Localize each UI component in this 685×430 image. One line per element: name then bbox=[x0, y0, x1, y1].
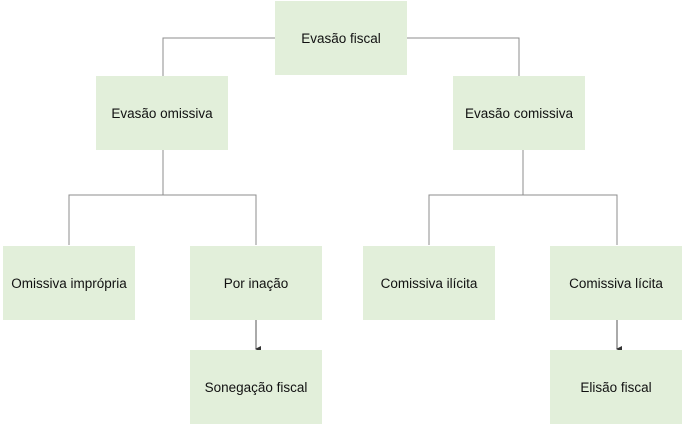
node-label: Omissiva imprópria bbox=[11, 275, 127, 291]
node-label: Comissiva ilícita bbox=[380, 275, 478, 291]
node-comissiva-licita: Comissiva lícita bbox=[550, 246, 682, 320]
node-comissiva-ilicita: Comissiva ilícita bbox=[363, 246, 495, 320]
node-evasao-omissiva: Evasão omissiva bbox=[96, 76, 228, 150]
connector-omissiva-branch bbox=[68, 194, 257, 245]
node-label: Evasão omissiva bbox=[111, 105, 213, 121]
node-evasao-fiscal: Evasão fiscal bbox=[275, 1, 407, 75]
node-omissiva-impropria: Omissiva imprópria bbox=[3, 246, 135, 320]
connector-root-omissiva bbox=[162, 37, 275, 76]
connector-comissiva-branch bbox=[428, 194, 618, 245]
node-label: Elisão fiscal bbox=[580, 379, 652, 395]
node-label: Por inação bbox=[223, 275, 289, 291]
node-evasao-comissiva: Evasão comissiva bbox=[453, 76, 585, 150]
node-por-inacao: Por inação bbox=[190, 246, 322, 320]
node-label: Evasão comissiva bbox=[464, 105, 574, 121]
connector-root-comissiva bbox=[407, 37, 520, 76]
node-elisao-fiscal: Elisão fiscal bbox=[550, 350, 682, 424]
node-sonegacao-fiscal: Sonegação fiscal bbox=[190, 350, 322, 424]
node-label: Sonegação fiscal bbox=[204, 379, 308, 395]
node-label: Comissiva lícita bbox=[569, 275, 663, 291]
node-label: Evasão fiscal bbox=[301, 30, 381, 46]
